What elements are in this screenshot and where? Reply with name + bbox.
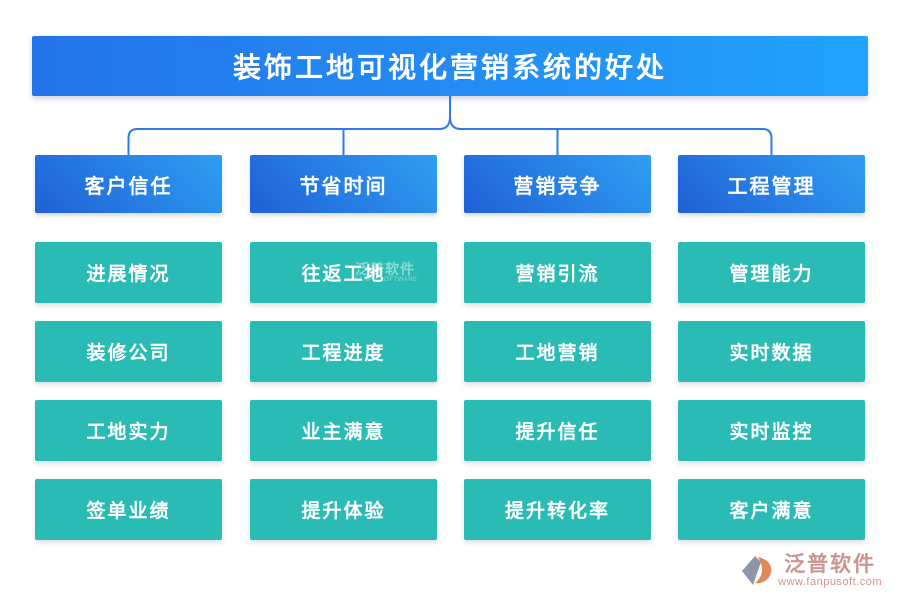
footer-logo-text: 泛普软件 www.fanpusoft.com: [778, 553, 882, 588]
diagram-cell: 实时数据: [678, 321, 865, 382]
cell-label: 营销引流: [515, 264, 600, 285]
cell-label: 签单业绩: [86, 501, 171, 522]
cell-label: 提升体验: [301, 501, 386, 522]
column-header-label: 工程管理: [727, 175, 816, 198]
diagram-cell: 提升体验: [250, 479, 437, 540]
brand-url: www.fanpusoft.com: [778, 576, 882, 588]
diagram-cell: 管理能力: [678, 242, 865, 303]
column-header-marketing-competition: 营销竞争: [464, 155, 651, 213]
column-header-project-management: 工程管理: [678, 155, 865, 213]
cell-label: 客户满意: [729, 501, 814, 522]
footer-logo: 泛普软件 www.fanpusoft.com: [740, 553, 882, 588]
cell-label: 工程进度: [301, 343, 386, 364]
cell-label: 管理能力: [729, 264, 814, 285]
diagram-title-text: 装饰工地可视化营销系统的好处: [232, 52, 667, 83]
column-header-label: 营销竞争: [513, 175, 602, 198]
diagram-cell: 进展情况: [35, 242, 222, 303]
cell-label: 提升转化率: [504, 501, 610, 522]
column-header-label: 客户信任: [84, 175, 173, 198]
column-header-customer-trust: 客户信任: [35, 155, 222, 213]
cell-label: 实时数据: [729, 343, 814, 364]
column-header-label: 节省时间: [299, 175, 388, 198]
diagram-cell: 提升转化率: [464, 479, 651, 540]
diagram-cell: 客户满意: [678, 479, 865, 540]
diagram-cell: 业主满意: [250, 400, 437, 461]
diagram-cell: 提升信任: [464, 400, 651, 461]
cell-label: 业主满意: [301, 422, 386, 443]
diagram-cell: 营销引流: [464, 242, 651, 303]
diagram-cell: 工程进度: [250, 321, 437, 382]
diagram-cell: 工地实力: [35, 400, 222, 461]
brand-name: 泛普软件: [784, 552, 877, 576]
diagram-cell: 签单业绩: [35, 479, 222, 540]
cell-label: 工地营销: [515, 343, 600, 364]
cell-label: 工地实力: [86, 422, 171, 443]
diagram-cell: 装修公司: [35, 321, 222, 382]
diagram-cell: 工地营销: [464, 321, 651, 382]
cell-label: 提升信任: [515, 422, 600, 443]
diagram-cell: 实时监控: [678, 400, 865, 461]
cell-label: 实时监控: [729, 422, 814, 443]
fanpu-logo-icon: [742, 555, 772, 585]
diagram-title: 装饰工地可视化营销系统的好处: [32, 36, 868, 96]
cell-label: 装修公司: [86, 343, 171, 364]
diagram-cell: 往返工地: [250, 242, 437, 303]
column-header-save-time: 节省时间: [250, 155, 437, 213]
cell-label: 往返工地: [301, 264, 386, 285]
cell-label: 进展情况: [86, 264, 171, 285]
